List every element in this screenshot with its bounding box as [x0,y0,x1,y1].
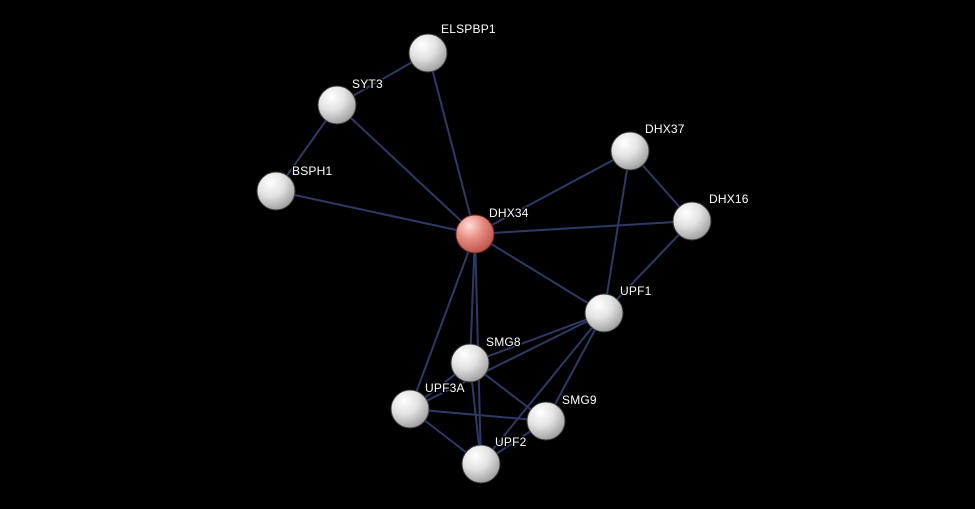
edge-DHX37-UPF1[interactable] [603,150,631,314]
node-sphere-DHX34[interactable] [455,214,495,254]
edge-BSPH1-DHX34[interactable] [275,190,476,235]
edge-UPF1-SMG9[interactable] [545,312,605,422]
node-label-UPF3A: UPF3A [425,381,465,395]
edge-UPF1-SMG8[interactable] [469,312,605,364]
node-SYT3[interactable]: SYT3 [317,76,384,125]
edge-ELSPBP1-DHX34[interactable] [427,52,476,235]
node-UPF3A[interactable]: UPF3A [390,380,466,429]
edge-UPF1-UPF2[interactable] [480,312,605,465]
node-DHX34[interactable]: DHX34 [455,205,530,254]
node-label-UPF1: UPF1 [620,284,652,298]
node-sphere-UPF3A[interactable] [390,389,430,429]
node-SMG9[interactable]: SMG9 [526,392,598,441]
node-label-SMG8: SMG8 [486,335,521,349]
edge-DHX37-DHX34[interactable] [474,150,631,235]
node-sphere-DHX37[interactable] [610,131,650,171]
edge-DHX34-UPF3A[interactable] [409,233,476,410]
node-sphere-DHX16[interactable] [672,201,712,241]
node-UPF1[interactable]: UPF1 [584,283,653,333]
node-sphere-BSPH1[interactable] [256,171,296,211]
node-SMG8[interactable]: SMG8 [450,334,522,383]
node-DHX16[interactable]: DHX16 [672,191,750,241]
edge-DHX16-DHX34[interactable] [474,220,693,235]
node-sphere-UPF1[interactable] [584,293,624,333]
edge-SMG9-UPF3A[interactable] [409,408,547,422]
edge-UPF1-UPF3A[interactable] [409,312,605,410]
node-DHX37[interactable]: DHX37 [610,121,686,171]
node-label-SYT3: SYT3 [352,77,383,91]
node-sphere-SMG8[interactable] [450,343,490,383]
node-sphere-UPF2[interactable] [461,444,501,484]
edge-SYT3-DHX34[interactable] [336,104,476,235]
node-label-DHX37: DHX37 [645,122,685,136]
node-sphere-ELSPBP1[interactable] [408,33,448,73]
node-label-UPF2: UPF2 [495,435,527,449]
node-UPF2[interactable]: UPF2 [461,434,528,484]
node-label-DHX34: DHX34 [489,206,529,220]
node-BSPH1[interactable]: BSPH1 [256,163,334,211]
edge-DHX34-SMG8[interactable] [469,233,476,364]
node-ELSPBP1[interactable]: ELSPBP1 [408,21,497,73]
node-label-ELSPBP1: ELSPBP1 [441,22,496,36]
node-sphere-SMG9[interactable] [526,401,566,441]
node-label-DHX16: DHX16 [709,192,749,206]
node-label-BSPH1: BSPH1 [292,164,332,178]
node-sphere-SYT3[interactable] [317,85,357,125]
edge-DHX16-UPF1[interactable] [603,220,693,314]
node-label-SMG9: SMG9 [562,393,597,407]
edge-DHX34-UPF1[interactable] [474,233,605,314]
